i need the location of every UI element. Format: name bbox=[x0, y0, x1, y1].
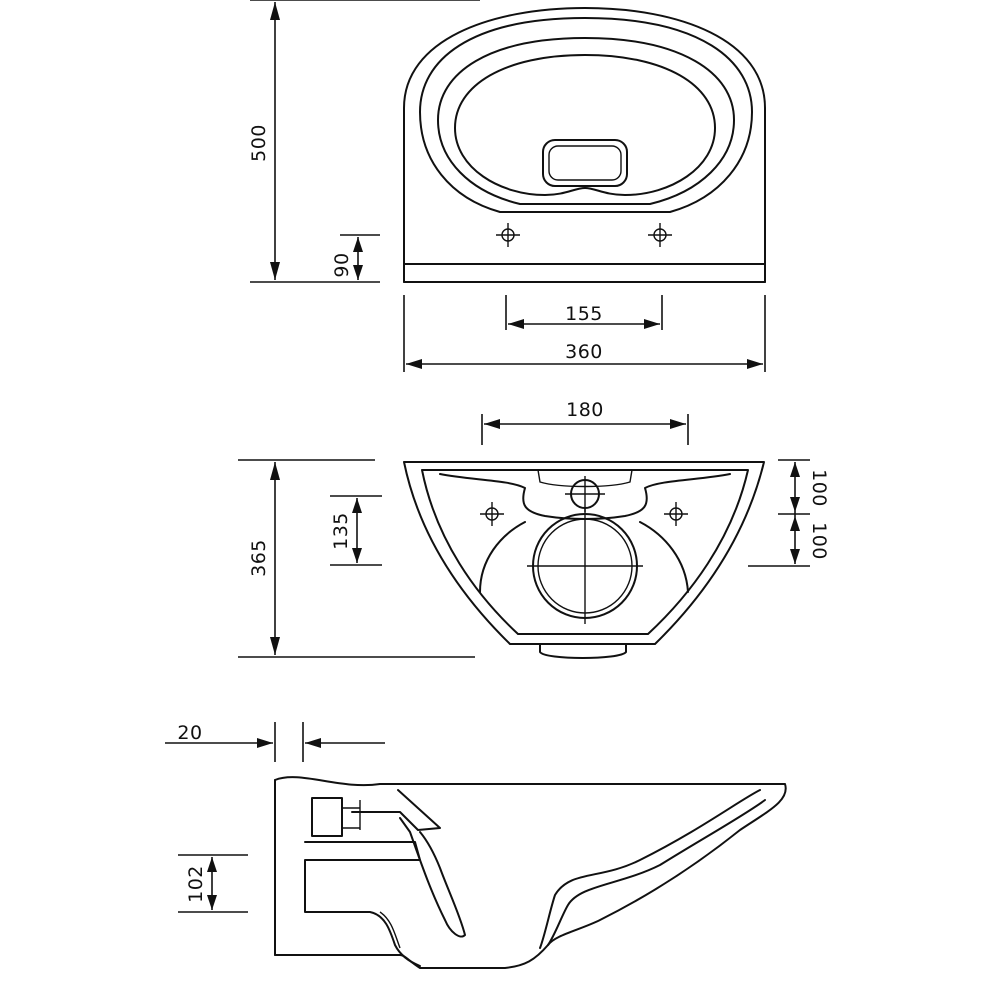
top-view-bolt-left bbox=[496, 223, 520, 247]
dim-365: 365 bbox=[238, 459, 475, 658]
dim-90: 90 bbox=[331, 234, 380, 280]
bottom-view-inlet-hole bbox=[565, 476, 605, 512]
side-view-trap-inner bbox=[304, 860, 401, 949]
dim-180-label: 180 bbox=[566, 399, 604, 421]
top-view-outlet bbox=[542, 139, 628, 187]
bottom-view-bolt-left bbox=[480, 502, 504, 526]
bottom-view-outlet bbox=[527, 508, 643, 624]
side-view-inlet-box bbox=[311, 797, 343, 837]
bottom-view: 180 365 135 bbox=[238, 399, 830, 659]
dim-155: 155 bbox=[505, 295, 663, 330]
dim-100-lower-label: 100 bbox=[808, 522, 830, 560]
dim-100-upper-label: 100 bbox=[808, 469, 830, 507]
dim-500-label: 500 bbox=[248, 124, 270, 162]
dim-180: 180 bbox=[481, 399, 689, 445]
side-view-siphon bbox=[399, 817, 466, 938]
dim-135: 135 bbox=[330, 495, 382, 566]
side-view: 20 102 bbox=[165, 722, 787, 969]
top-view-rim-inner bbox=[437, 37, 735, 205]
dim-102: 102 bbox=[178, 854, 248, 913]
dim-100-100: 100 100 bbox=[748, 459, 830, 567]
dim-360-label: 360 bbox=[565, 341, 603, 363]
side-view-outer-profile bbox=[274, 776, 787, 969]
side-view-bowl-inner bbox=[539, 789, 766, 949]
bottom-view-outer bbox=[403, 461, 765, 645]
dim-155-label: 155 bbox=[565, 303, 603, 325]
dim-20-label: 20 bbox=[177, 722, 202, 744]
dim-135-label: 135 bbox=[330, 512, 352, 550]
top-view-bolt-right bbox=[648, 223, 672, 247]
top-view-bowl-inner bbox=[454, 54, 716, 196]
dim-365-label: 365 bbox=[248, 539, 270, 577]
bottom-view-foot bbox=[539, 643, 627, 659]
dim-90-label: 90 bbox=[331, 252, 353, 277]
top-view-outer-outline bbox=[403, 7, 766, 265]
side-view-rim bbox=[351, 789, 441, 831]
dim-20: 20 bbox=[165, 722, 385, 762]
side-view-trap bbox=[304, 841, 421, 967]
top-view: 500 90 155 360 bbox=[248, 0, 766, 372]
bottom-view-bowl-wall bbox=[479, 521, 689, 593]
dim-500: 500 bbox=[248, 0, 480, 283]
dim-360: 360 bbox=[403, 295, 766, 372]
top-view-outlet-inner bbox=[548, 145, 622, 181]
bottom-view-bolt-right bbox=[664, 502, 688, 526]
top-view-rim-outer bbox=[419, 17, 753, 213]
dim-102-label: 102 bbox=[185, 865, 207, 903]
bottom-view-inner bbox=[421, 469, 749, 635]
